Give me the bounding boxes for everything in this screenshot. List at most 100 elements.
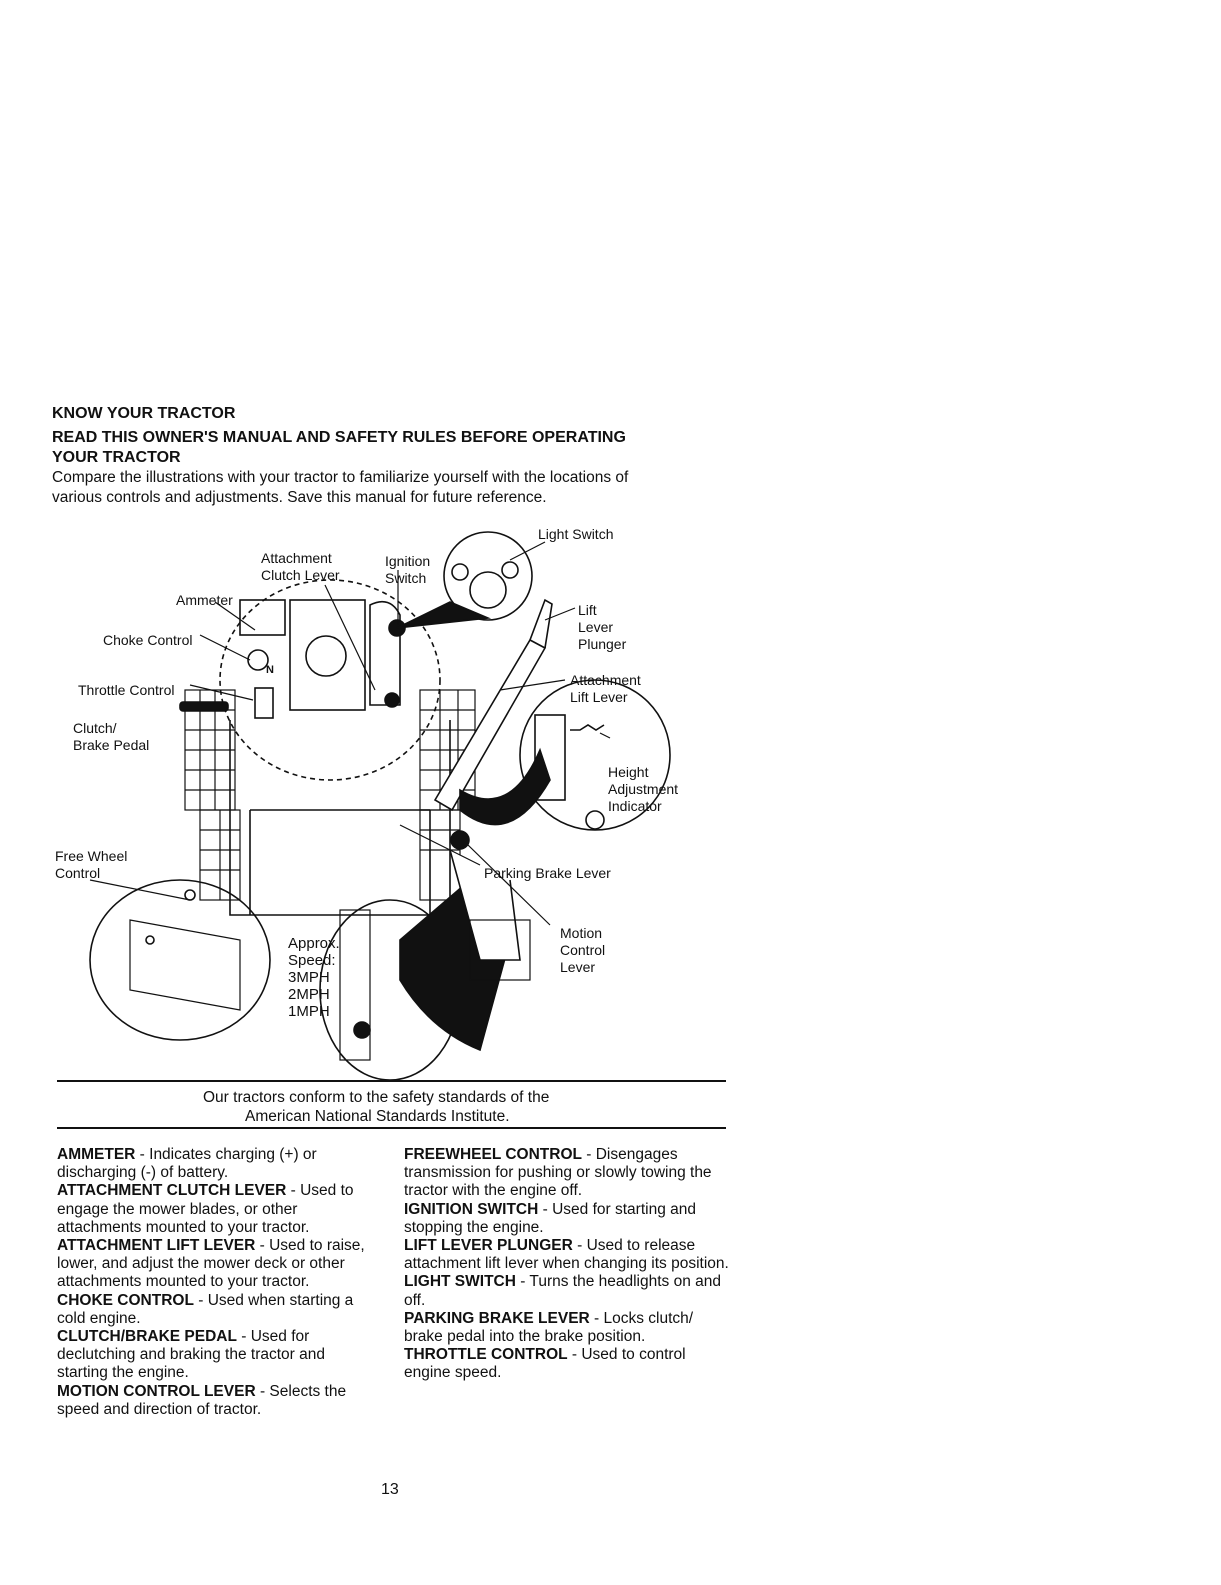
definition-text: - Used to control engine speed. (404, 1346, 686, 1382)
definition-text: - Used when starting a cold engine. (57, 1291, 354, 1327)
label-choke-control: Choke Control (103, 632, 193, 648)
clutch-pedal (179, 701, 229, 712)
definition-term: IGNITION SWITCH (404, 1200, 539, 1218)
label-line: Control (560, 942, 606, 958)
definition-term: LIGHT SWITCH (404, 1273, 516, 1291)
definition-item: PARKING BRAKE LEVER - Locks clutch/ brak… (404, 1310, 730, 1346)
definition-text: - Disengages transmission for pushing or… (404, 1146, 712, 1200)
label-line: Brake Pedal (73, 737, 150, 753)
lift-callout-pointer (459, 747, 551, 826)
page-title: KNOW YOUR TRACTOR (52, 405, 236, 422)
label-line: Lever (560, 959, 596, 975)
definition-term: FREEWHEEL CONTROL (404, 1146, 582, 1163)
lift-lever-plunger (529, 598, 553, 649)
seat-panel (289, 599, 366, 711)
definition-text: - Used to engage the mower blades, or ot… (57, 1182, 354, 1236)
label-lift-lever-plunger: Lift Lever Plunger (578, 602, 626, 653)
label-line: Plunger (578, 636, 627, 652)
intro-line: various controls and adjustments. Save t… (52, 489, 547, 506)
label-line: Ignition (385, 553, 431, 569)
definitions-right-column: FREEWHEEL CONTROL - Disengages transmiss… (404, 1146, 730, 1383)
bottom-divider (57, 1127, 726, 1129)
left-fender (184, 689, 241, 901)
definition-text: - Used for starting and stopping the eng… (404, 1200, 696, 1236)
definition-term: PARKING BRAKE LEVER (404, 1309, 590, 1327)
label-line: Speed: (288, 952, 336, 969)
definitions-left-column: AMMETER - Indicates charging (+) or disc… (57, 1146, 379, 1419)
label-line: 2MPH (288, 986, 330, 1003)
steering-center (305, 635, 347, 677)
definition-term: MOTION CONTROL LEVER (57, 1382, 256, 1400)
dashboard-outline (219, 579, 441, 781)
label-ammeter: Ammeter (176, 592, 233, 608)
label-line: Motion (560, 925, 603, 941)
definition-text: - Turns the headlights on and off. (404, 1273, 722, 1309)
top-divider (57, 1080, 726, 1082)
label-line: 3MPH (288, 969, 330, 986)
definition-term: CHOKE CONTROL (57, 1291, 194, 1309)
label-line: Free Wheel (55, 848, 128, 864)
label-parking-brake-lever: Parking Brake Lever (484, 865, 611, 881)
tractor-body (229, 720, 451, 916)
warning-heading-line1: READ THIS OWNER'S MANUAL AND SAFETY RULE… (52, 429, 626, 446)
tractor-illustration (89, 531, 671, 1080)
definition-term: LIFT LEVER PLUNGER (404, 1237, 573, 1255)
label-line: Control (55, 865, 101, 881)
intro-line: Compare the illustrations with your trac… (52, 469, 629, 486)
intro-paragraph: Compare the illustrations with your trac… (52, 468, 732, 508)
label-attachment-lift-lever: Attachment Lift Lever (570, 672, 641, 706)
tractor-controls-diagram: Light Switch Attachment Clutch Lever Ign… (40, 520, 740, 1080)
clutch-lever-slot (369, 600, 401, 706)
label-free-wheel-control: Free Wheel Control (55, 848, 127, 882)
label-ignition-switch: Ignition Switch (385, 553, 430, 587)
choke-knob (247, 649, 269, 671)
label-line: Clutch Lever (261, 567, 340, 583)
definition-item: ATTACHMENT CLUTCH LEVER - Used to engage… (57, 1182, 379, 1237)
label-line: Height (608, 764, 649, 780)
standards-line: Our tractors conform to the safety stand… (203, 1089, 550, 1106)
label-line: Attachment (570, 672, 641, 688)
ignition-switch-callout (443, 531, 533, 621)
definition-item: CHOKE CONTROL - Used when starting a col… (57, 1292, 379, 1328)
definition-text: - Used to raise, lower, and adjust the m… (57, 1237, 365, 1291)
definition-item: AMMETER - Indicates charging (+) or disc… (57, 1146, 379, 1182)
height-indicator-callout (519, 679, 671, 831)
ammeter-gauge (239, 599, 286, 636)
definition-item: MOTION CONTROL LEVER - Selects the speed… (57, 1383, 379, 1419)
label-height-adjustment-indicator: Height Adjustment Indicator (608, 764, 678, 815)
attachment-lift-lever (433, 638, 547, 812)
definition-text: - Used for declutching and braking the t… (57, 1328, 325, 1382)
label-line: Lift Lever (570, 689, 628, 705)
warning-heading-line2: YOUR TRACTOR (52, 449, 181, 466)
definition-text: - Selects the speed and direction of tra… (57, 1382, 347, 1418)
definition-item: LIGHT SWITCH - Turns the headlights on a… (404, 1273, 730, 1309)
label-motion-control-lever: Motion Control Lever (560, 925, 605, 976)
definition-item: CLUTCH/BRAKE PEDAL - Used for declutchin… (57, 1328, 379, 1383)
label-line: Approx. (288, 935, 340, 952)
definition-term: ATTACHMENT CLUTCH LEVER (57, 1182, 287, 1200)
label-line: 1MPH (288, 1003, 330, 1020)
definition-item: IGNITION SWITCH - Used for starting and … (404, 1201, 730, 1237)
standards-line: American National Standards Institute. (245, 1108, 510, 1125)
label-light-switch: Light Switch (538, 526, 614, 542)
label-gauge-n: N (266, 664, 274, 676)
label-speed-scale: Approx. Speed: 3MPH 2MPH 1MPH (288, 935, 340, 1020)
definition-text: - Locks clutch/ brake pedal into the bra… (404, 1309, 694, 1346)
label-line: Indicator (608, 798, 662, 814)
definition-item: THROTTLE CONTROL - Used to control engin… (404, 1346, 730, 1382)
definition-term: ATTACHMENT LIFT LEVER (57, 1237, 256, 1255)
definition-item: LIFT LEVER PLUNGER - Used to release att… (404, 1237, 730, 1273)
definition-item: FREEWHEEL CONTROL - Disengages transmiss… (404, 1146, 730, 1201)
standards-note: Our tractors conform to the safety stand… (57, 1088, 726, 1126)
label-line: Switch (385, 570, 427, 586)
definition-item: ATTACHMENT LIFT LEVER - Used to raise, l… (57, 1237, 379, 1292)
label-attachment-clutch-lever: Attachment Clutch Lever (261, 550, 340, 584)
leader-lines (89, 541, 611, 926)
label-clutch-brake-pedal: Clutch/ Brake Pedal (73, 720, 149, 754)
definition-text: - Used to release attachment lift lever … (404, 1237, 729, 1273)
label-line: Adjustment (608, 781, 679, 797)
page-number: 13 (381, 1481, 399, 1498)
label-line: Attachment (261, 550, 332, 566)
label-line: Lever (578, 619, 614, 635)
